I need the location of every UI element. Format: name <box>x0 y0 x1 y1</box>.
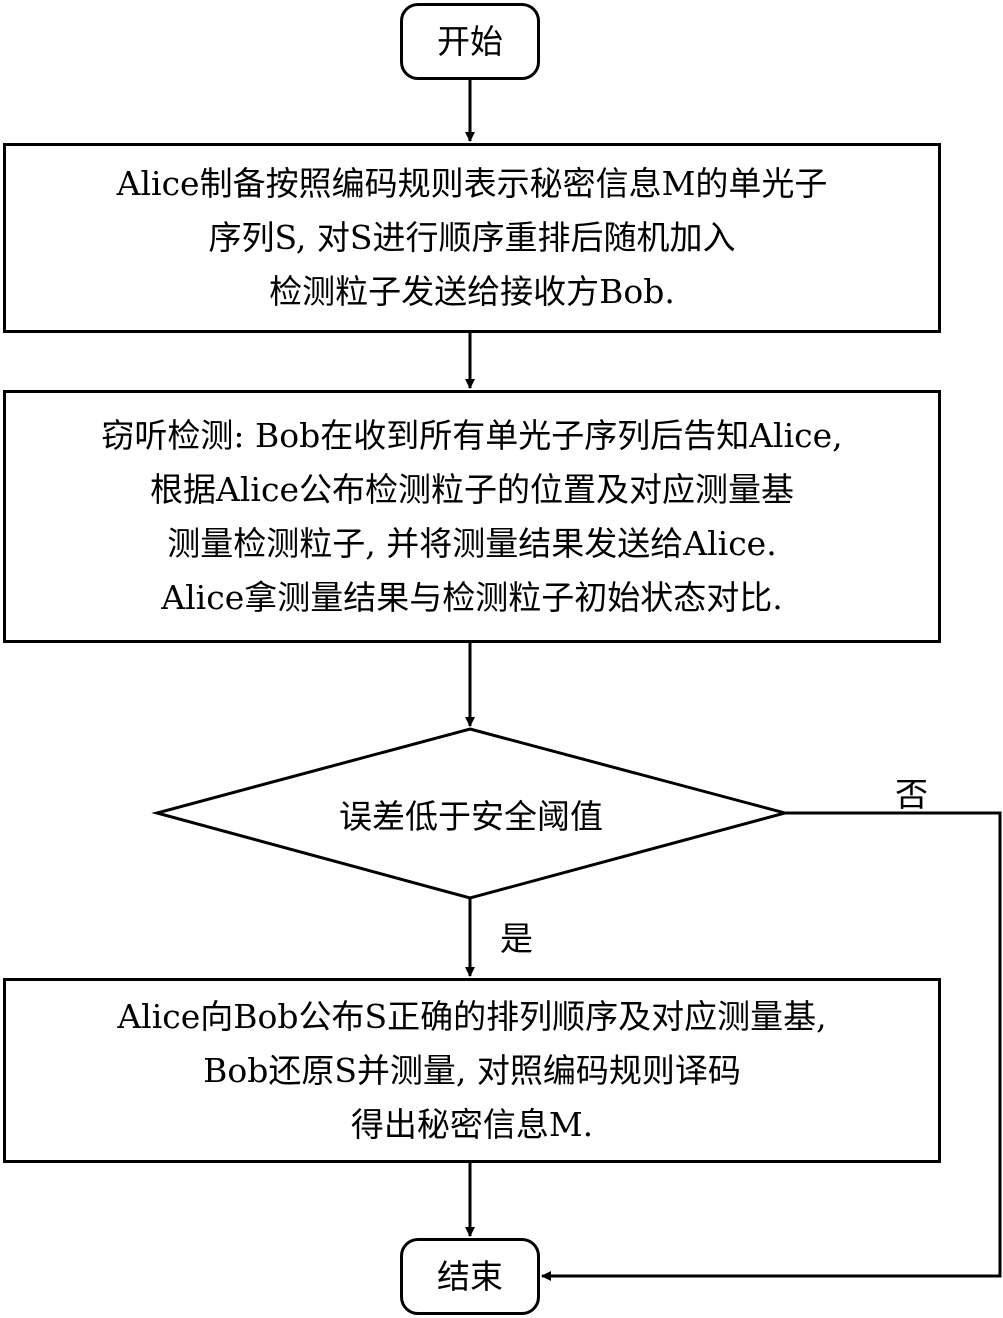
step2-box: 窃听检测: Bob在收到所有单光子序列后告知Alice, 根据Alice公布检测… <box>3 390 941 643</box>
step2-line: 根据Alice公布检测粒子的位置及对应测量基 <box>150 469 794 509</box>
step1-line: Alice制备按照编码规则表示秘密信息M的单光子 <box>116 164 828 203</box>
start-node: 开始 <box>400 3 540 80</box>
step3-line: Alice向Bob公布S正确的排列顺序及对应测量基, <box>117 996 827 1036</box>
yes-label: 是 <box>500 919 533 958</box>
decision-label: 误差低于安全阈值 <box>339 797 603 836</box>
step1-box: Alice制备按照编码规则表示秘密信息M的单光子 序列S, 对S进行顺序重排后随… <box>3 143 941 333</box>
step3-box: Alice向Bob公布S正确的排列顺序及对应测量基, Bob还原S并测量, 对照… <box>3 978 941 1163</box>
step2-line: Alice拿测量结果与检测粒子初始状态对比. <box>161 577 783 617</box>
step3-line: 得出秘密信息M. <box>350 1104 594 1144</box>
step2-line: 测量检测粒子, 并将测量结果发送给Alice. <box>167 523 777 563</box>
step2-line: 窃听检测: Bob在收到所有单光子序列后告知Alice, <box>101 415 843 455</box>
arrow-decision-no <box>541 811 1002 1281</box>
no-label: 否 <box>895 775 928 814</box>
step3-line: Bob还原S并测量, 对照编码规则译码 <box>203 1050 741 1090</box>
step1-line: 序列S, 对S进行顺序重排后随机加入 <box>208 218 736 257</box>
end-node: 结束 <box>400 1238 540 1315</box>
start-label: 开始 <box>437 21 503 61</box>
end-label: 结束 <box>437 1256 503 1296</box>
step1-line: 检测粒子发送给接收方Bob. <box>269 272 675 311</box>
